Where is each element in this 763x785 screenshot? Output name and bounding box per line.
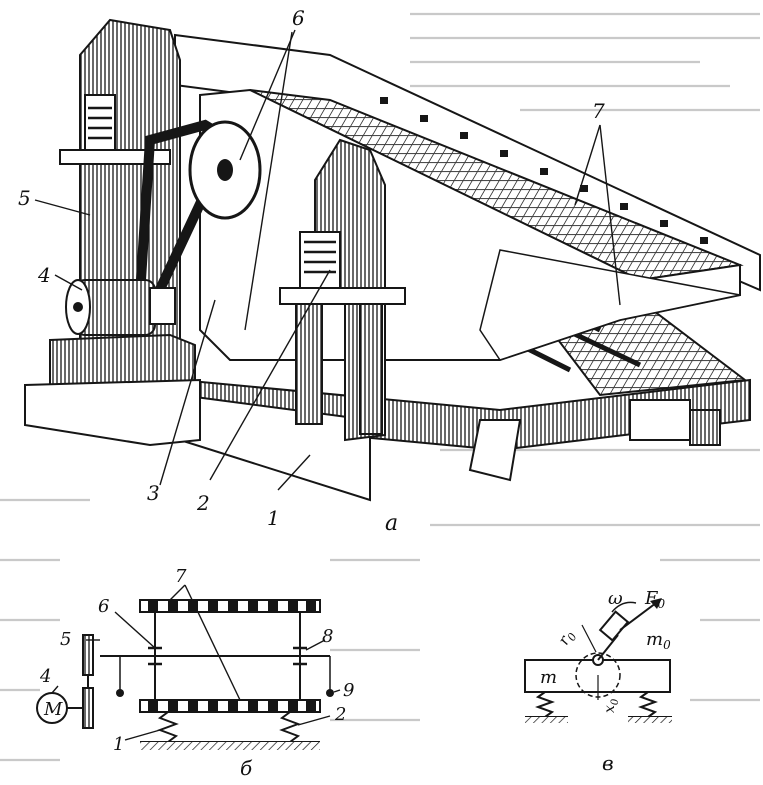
- omega-arc: [611, 601, 637, 613]
- ground-hatch-b: [140, 742, 320, 750]
- ground-hatch-c-left: [525, 717, 568, 723]
- pulley-hub: [217, 159, 233, 181]
- front-plate-shade: [479, 249, 741, 361]
- fig-a-callout-7: 7: [592, 99, 605, 123]
- right-leg-front: [295, 303, 323, 425]
- left-crossbeam: [59, 149, 171, 165]
- figure-a-screen: 6 5 4 3 2 1 7 а: [18, 6, 761, 536]
- fig-a-callout-3: 3: [147, 481, 160, 505]
- drive-pulley-lower: [82, 687, 94, 729]
- end-lip: [468, 419, 522, 482]
- fig-a-callout-2: 2: [196, 491, 210, 515]
- foundation-pad-right: [689, 409, 721, 446]
- left-spring-housing: [84, 94, 116, 156]
- fig-a-callout-1: 1: [267, 506, 280, 530]
- figure-b-leaders: [51, 584, 341, 741]
- left-spring-coils: [88, 106, 112, 140]
- motor-label: M: [43, 699, 63, 720]
- fig-b-callout-9: 9: [343, 680, 354, 701]
- unbalanced-weight-left: [116, 689, 124, 697]
- figure-c-model: m ω F0 m0 r0 x0 в: [524, 588, 672, 775]
- top-edge-bolts: [380, 97, 708, 244]
- ground-hatch-c-right: [628, 717, 672, 723]
- displacement-label: x0: [602, 698, 621, 713]
- fig-a-callout-4: 4: [37, 263, 51, 287]
- model-spring-right: [638, 691, 658, 718]
- force-label: F0: [644, 588, 666, 611]
- electric-motor: [65, 279, 176, 336]
- fig-a-callout-6: 6: [292, 6, 305, 30]
- fig-b-callout-1: 1: [113, 734, 124, 755]
- base-foundation: [24, 378, 201, 447]
- right-crossbeam: [279, 287, 406, 305]
- fig-a-callout-5: 5: [18, 186, 31, 210]
- fig-b-callout-4: 4: [39, 666, 51, 687]
- figure-b-scheme: M 7 6 5 4 1 8 9 2 б: [36, 566, 354, 780]
- mass-label: m: [540, 667, 557, 688]
- support-spring-right: [279, 711, 301, 743]
- support-spring-left: [157, 711, 179, 743]
- unbalanced-mass-block: [598, 610, 630, 642]
- lower-sieve-cells: [148, 700, 316, 712]
- upper-sieve-cells: [148, 600, 316, 612]
- fig-b-callout-7: 7: [175, 566, 187, 587]
- foundation-block-right: [629, 399, 691, 441]
- fig-b-callout-5: 5: [60, 629, 71, 650]
- omega-label: ω: [608, 588, 623, 609]
- unbalanced-mass-label: m0: [646, 629, 671, 652]
- figure-a-leaders: [34, 29, 621, 491]
- force-vector: [619, 599, 661, 631]
- drive-belt: [134, 119, 237, 307]
- unbalanced-weight-right: [326, 689, 334, 697]
- figure-c-panel-label: в: [602, 751, 614, 775]
- drive-pulley-upper: [82, 634, 94, 676]
- figure-a-panel-label: а: [385, 511, 398, 536]
- right-spring-coils: [304, 240, 336, 274]
- model-spring-left: [535, 691, 555, 718]
- radius-label: r0: [554, 627, 579, 650]
- radius-dimension: [581, 624, 597, 653]
- figure-b-panel-label: б: [240, 756, 253, 780]
- fig-b-callout-2: 2: [334, 704, 346, 725]
- force-arrowhead: [650, 598, 662, 609]
- right-leg-back: [359, 303, 383, 435]
- fig-b-callout-6: 6: [98, 596, 109, 617]
- fig-b-callout-8: 8: [322, 626, 333, 647]
